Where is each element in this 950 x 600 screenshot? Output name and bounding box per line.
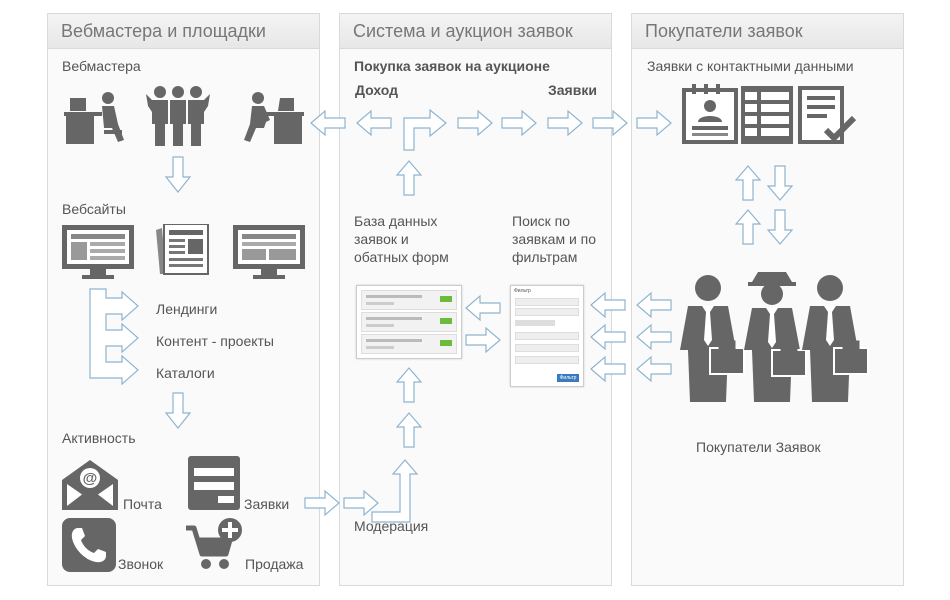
arrow-left — [636, 324, 672, 350]
arrow-down — [766, 165, 794, 201]
label-content-projects: Контент - проекты — [156, 333, 274, 349]
label-mail: Почта — [123, 496, 162, 512]
label-catalogs: Каталоги — [156, 365, 215, 381]
label-sale: Продажа — [245, 556, 304, 572]
checklist-icon — [798, 86, 856, 144]
label-websites: Вебсайты — [62, 201, 126, 217]
label-auction: Покупка заявок на аукционе — [354, 58, 550, 74]
arrow-right — [547, 110, 583, 136]
arrow-right — [304, 490, 340, 516]
label-search: Поиск по заявкам и по фильтрам — [512, 213, 597, 265]
cart-add-icon — [186, 518, 242, 569]
arrow-up — [734, 165, 762, 201]
monitor-icon — [62, 225, 134, 279]
arrow-right — [501, 110, 537, 136]
label-orders-top: Заявки — [548, 82, 597, 98]
arrow-down — [164, 156, 192, 193]
arrow-left — [636, 356, 672, 382]
corner-arrow — [371, 459, 419, 523]
arrow-left — [590, 356, 626, 382]
newspaper-icon — [156, 224, 209, 275]
filter-button: Фильтр — [557, 374, 579, 382]
order-form-icon — [188, 456, 240, 510]
label-orders: Заявки — [244, 496, 290, 512]
arrow-up — [734, 209, 762, 245]
table-icon — [741, 86, 793, 144]
filter-panel-title: Фильтр — [514, 288, 531, 294]
label-activity: Активность — [62, 430, 136, 446]
arrow-left — [590, 324, 626, 350]
buyers-icon — [680, 272, 869, 402]
arrow-left — [310, 110, 346, 136]
webmaster-desk-icon — [64, 92, 124, 144]
label-moderation: Модерация — [354, 518, 429, 534]
label-contacts: Заявки с контактными данными — [647, 58, 854, 74]
filter-preview: Фильтр Фильтр — [510, 285, 584, 387]
phone-icon — [62, 518, 116, 572]
arrow-down — [766, 209, 794, 245]
arrow-right — [457, 110, 493, 136]
label-landings: Лендинги — [156, 301, 218, 317]
arrow-right — [636, 110, 672, 136]
arrow-up — [395, 160, 423, 196]
label-database: База данных заявок и обатных форм — [354, 213, 449, 265]
webmaster-laptop-icon — [244, 92, 304, 144]
label-webmasters: Вебмастера — [62, 58, 141, 74]
arrow-right — [592, 110, 628, 136]
arrow-right — [465, 327, 501, 353]
svg-text:@: @ — [83, 470, 98, 487]
label-buyers: Покупатели Заявок — [696, 439, 821, 455]
corner-arrow — [403, 108, 447, 151]
arrow-left — [465, 295, 501, 321]
contact-card-icon — [682, 84, 738, 144]
site-types-bracket — [89, 288, 139, 386]
monitor-icon — [233, 225, 305, 279]
arrow-down — [164, 392, 192, 429]
arrow-left — [356, 110, 392, 136]
arrow-up — [395, 412, 423, 448]
column-buyers-title: Покупатели заявок — [632, 14, 903, 49]
label-income: Доход — [355, 82, 399, 98]
column-webmasters-title: Вебмастера и площадки — [48, 14, 319, 49]
arrow-left — [636, 292, 672, 318]
database-preview — [356, 285, 462, 359]
mail-icon: @ — [62, 460, 118, 510]
team-icon — [146, 86, 210, 146]
arrow-left — [590, 292, 626, 318]
arrow-up — [395, 367, 423, 403]
label-call: Звонок — [118, 556, 164, 572]
column-system-title: Система и аукцион заявок — [340, 14, 611, 49]
